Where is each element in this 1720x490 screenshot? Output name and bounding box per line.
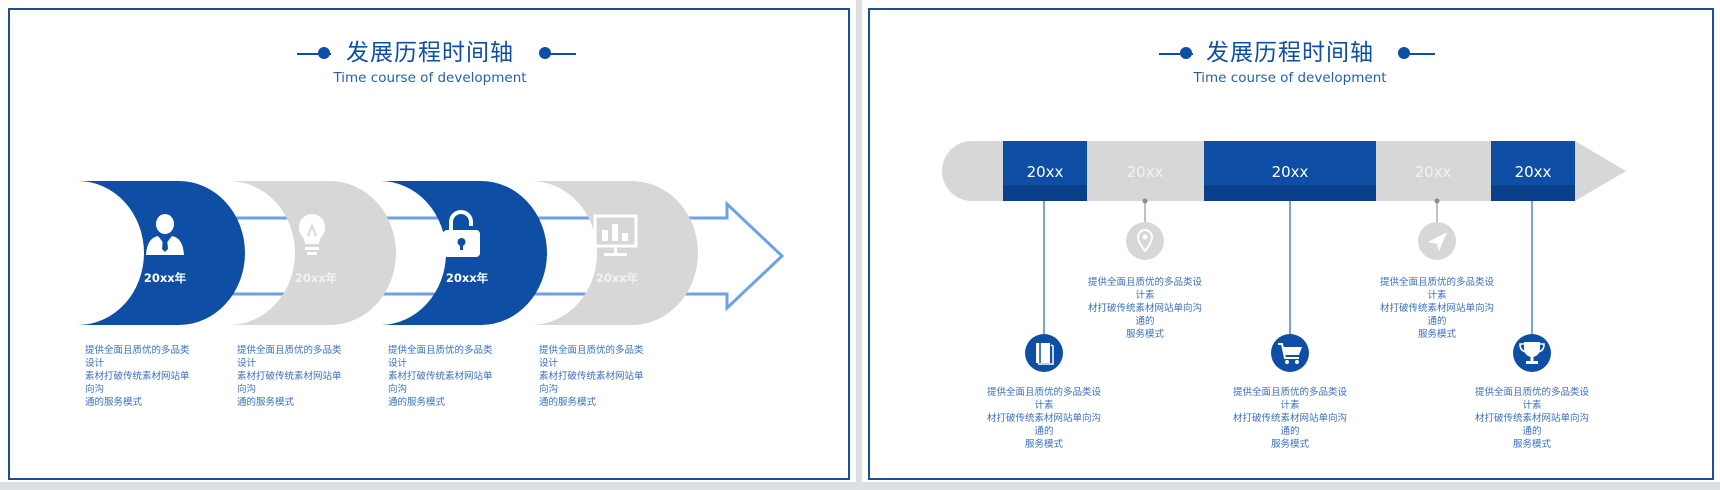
segment-label: 20xx: [1415, 163, 1452, 181]
desc-line: 材打破传统素材网站单向沟通的: [1474, 413, 1589, 437]
title-decoration-line: [545, 53, 576, 55]
slide-frame: [8, 8, 850, 480]
item-description: 提供全面且质优的多品类设计素 材打破传统素材网站单向沟通的 服务模式: [1086, 276, 1204, 341]
timeline-segment: [1087, 141, 1204, 201]
title-decoration-dot: [1180, 47, 1192, 59]
desc-line: 提供全面且质优的多品类设计素: [1087, 277, 1202, 301]
slide-left: 发展历程时间轴 Time course of development: [0, 0, 856, 482]
person-icon: [146, 214, 184, 255]
desc-line: 通的服务模式: [237, 397, 295, 408]
step-year-label: 20xx年: [144, 271, 187, 285]
desc-line: 通的服务模式: [388, 397, 446, 408]
desc-line: 通的服务模式: [539, 397, 597, 408]
desc-line: 素材打破传统素材网站单向沟: [85, 371, 190, 395]
step-description: 提供全面且质优的多品类设计 素材打破传统素材网站单向沟 通的服务模式: [388, 344, 500, 409]
desc-line: 提供全面且质优的多品类设计: [539, 345, 644, 369]
segment-label: 20xx: [1272, 163, 1309, 181]
trophy-icon: [1513, 334, 1551, 372]
location-pin-icon: [1126, 222, 1164, 260]
connector-dot: [1142, 198, 1148, 204]
desc-line: 材打破传统素材网站单向沟通的: [1087, 303, 1202, 327]
step-year-label: 20xx年: [596, 271, 639, 285]
desc-line: 素材打破传统素材网站单向沟: [388, 371, 493, 395]
desc-line: 服务模式: [1024, 439, 1063, 450]
desc-line: 提供全面且质优的多品类设计: [237, 345, 342, 369]
book-icon: [1025, 334, 1063, 372]
timeline-bar-tip: [1575, 141, 1626, 201]
step-description: 提供全面且质优的多品类设计 素材打破传统素材网站单向沟 通的服务模式: [539, 344, 651, 409]
desc-line: 材打破传统素材网站单向沟通的: [1379, 303, 1494, 327]
segment-label: 20xx: [1027, 163, 1064, 181]
desc-line: 服务模式: [1270, 439, 1309, 450]
slide-right: 发展历程时间轴 Time course of development 20xx …: [862, 0, 1720, 482]
lightbulb-icon: [299, 214, 325, 255]
item-description: 提供全面且质优的多品类设计素 材打破传统素材网站单向沟通的 服务模式: [985, 386, 1103, 451]
desc-line: 提供全面且质优的多品类设计素: [986, 387, 1101, 411]
connector-dot: [1434, 198, 1440, 204]
desc-line: 素材打破传统素材网站单向沟: [237, 371, 342, 395]
segment-label: 20xx: [1127, 163, 1164, 181]
item-description: 提供全面且质优的多品类设计素 材打破传统素材网站单向沟通的 服务模式: [1231, 386, 1349, 451]
page-title: 发展历程时间轴: [1206, 40, 1374, 66]
paper-plane-icon: [1418, 222, 1456, 260]
title-decoration-line: [297, 53, 331, 55]
desc-line: 素材打破传统素材网站单向沟: [539, 371, 644, 395]
desc-line: 通的服务模式: [85, 397, 143, 408]
title-block: 发展历程时间轴 Time course of development: [280, 38, 580, 87]
title-decoration-line: [1159, 53, 1193, 55]
desc-line: 服务模式: [1512, 439, 1551, 450]
step-year-label: 20xx年: [295, 271, 338, 285]
step-year-label: 20xx年: [446, 271, 489, 285]
title-block: 发展历程时间轴 Time course of development: [1140, 38, 1440, 87]
desc-line: 提供全面且质优的多品类设计素: [1379, 277, 1494, 301]
timeline-segment-shade: [1491, 185, 1575, 201]
item-description: 提供全面且质优的多品类设计素 材打破传统素材网站单向沟通的 服务模式: [1378, 276, 1496, 341]
slide-frame: [868, 8, 1714, 480]
step-description: 提供全面且质优的多品类设计 素材打破传统素材网站单向沟 通的服务模式: [237, 344, 349, 409]
desc-line: 提供全面且质优的多品类设计素: [1474, 387, 1589, 411]
timeline-bar-end: [942, 141, 1003, 201]
desc-line: 材打破传统素材网站单向沟通的: [1232, 413, 1347, 437]
desc-line: 服务模式: [1125, 329, 1164, 340]
title-decoration-dot: [318, 47, 330, 59]
segment-label: 20xx: [1515, 163, 1552, 181]
unlock-icon: [443, 210, 480, 257]
timeline-graphic: 20xx年 20xx年 20xx年 20xx年: [78, 181, 785, 325]
pencil-timeline-graphic: 20xx 20xx 20xx 20xx 20xx: [942, 141, 1626, 372]
desc-line: 提供全面且质优的多品类设计素: [1232, 387, 1347, 411]
item-description: 提供全面且质优的多品类设计素 材打破传统素材网站单向沟通的 服务模式: [1473, 386, 1591, 451]
timeline-segment-shade: [1003, 185, 1087, 201]
desc-line: 材打破传统素材网站单向沟通的: [986, 413, 1101, 437]
chart-board-icon: [593, 214, 638, 256]
page-title: 发展历程时间轴: [346, 40, 514, 66]
step-description: 提供全面且质优的多品类设计 素材打破传统素材网站单向沟 通的服务模式: [85, 344, 197, 409]
desc-line: 提供全面且质优的多品类设计: [85, 345, 190, 369]
desc-line: 提供全面且质优的多品类设计: [388, 345, 493, 369]
timeline-segment-shade: [1204, 185, 1376, 201]
page-subtitle: Time course of development: [1193, 70, 1387, 86]
page-subtitle: Time course of development: [333, 70, 527, 86]
shopping-cart-icon: [1271, 334, 1309, 372]
timeline-segment: [1376, 141, 1491, 201]
desc-line: 服务模式: [1417, 329, 1456, 340]
title-decoration-line: [1404, 53, 1435, 55]
